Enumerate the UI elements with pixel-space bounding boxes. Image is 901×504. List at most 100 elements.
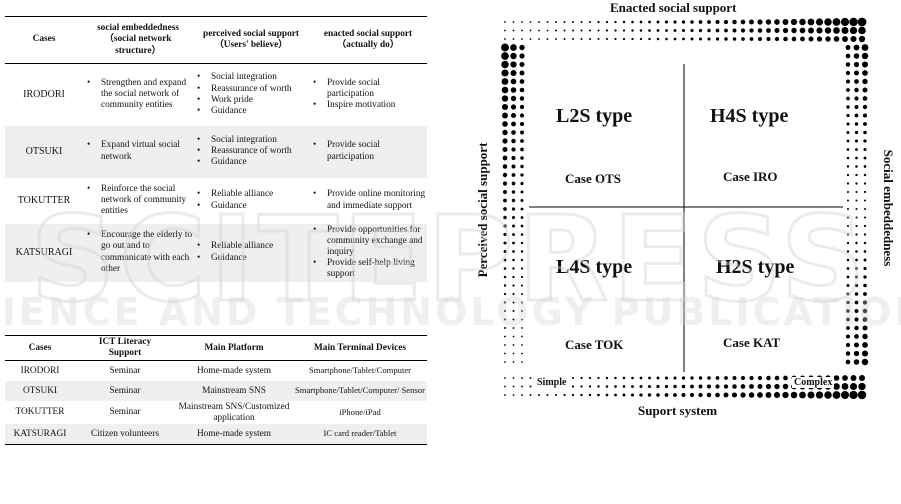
- frame-dot: [563, 393, 566, 397]
- main-platform: Home-made system: [175, 424, 293, 446]
- bullet-list: Provide opportunities for community exch…: [309, 225, 427, 281]
- list-item: Reinforce the social network of communit…: [87, 184, 193, 217]
- frame-dot: [864, 208, 866, 210]
- frame-dot: [690, 20, 694, 24]
- frame-dot: [510, 95, 517, 102]
- frame-dot: [511, 181, 516, 186]
- frame-dot: [510, 44, 517, 51]
- frame-dot: [855, 165, 858, 168]
- frame-dot: [656, 29, 660, 32]
- frame-dot: [503, 275, 507, 279]
- frame-dot: [863, 156, 867, 160]
- frame-dot: [656, 376, 660, 380]
- bullet-list: Reinforce the social network of communit…: [83, 184, 193, 217]
- frame-dot: [853, 350, 860, 357]
- frame-dot: [504, 394, 506, 396]
- header-line: ICT Literacy: [98, 337, 152, 348]
- frame-dot: [782, 27, 789, 34]
- frame-dot: [665, 376, 668, 380]
- frame-dot: [504, 21, 506, 23]
- frame-dot: [648, 20, 651, 24]
- frame-dot: [845, 62, 851, 67]
- frame-dot: [807, 18, 815, 26]
- frame-dot: [665, 37, 668, 41]
- frame-dot: [854, 113, 859, 118]
- frame-dot: [571, 385, 575, 388]
- frame-dot: [706, 384, 712, 389]
- frame-dot: [520, 199, 524, 202]
- bullet-list: Encourage the elderly to go out and to c…: [83, 230, 193, 275]
- list-item: Provide social participation: [313, 140, 427, 162]
- frame-dot: [846, 317, 850, 322]
- frame-dot: [783, 375, 788, 381]
- frame-dot: [521, 29, 523, 32]
- frame-dot: [520, 181, 524, 186]
- frame-dot: [502, 181, 508, 186]
- table-row: IRODORI Strengthen and expand the social…: [5, 64, 427, 126]
- frame-dot: [715, 19, 720, 25]
- frame-dot: [614, 37, 617, 41]
- frame-dot: [571, 393, 575, 397]
- frame-dot: [681, 28, 686, 33]
- frame-dot: [520, 241, 524, 245]
- frame-dot: [605, 29, 609, 32]
- frame-dot: [511, 121, 516, 127]
- frame-dot: [846, 131, 850, 134]
- frame-dot: [861, 52, 869, 60]
- frame-dot: [863, 173, 867, 177]
- frame-dot: [842, 375, 848, 381]
- frame-dot: [749, 375, 754, 381]
- frame-dot: [512, 29, 515, 32]
- frame-dot: [605, 385, 609, 388]
- frame-dot: [849, 17, 858, 27]
- frame-dot: [503, 258, 507, 262]
- frame-dot: [521, 38, 523, 40]
- frame-dot: [749, 37, 754, 41]
- header-ict-literacy: ICT Literacy Support: [75, 335, 175, 361]
- frame-dot: [631, 385, 634, 388]
- frame-dot: [855, 241, 858, 245]
- list-item: Guidance: [197, 253, 309, 264]
- frame-dot: [799, 27, 806, 34]
- frame-dot: [512, 258, 515, 262]
- quadrant-type-label: H4S type: [710, 105, 789, 127]
- frame-dot: [503, 250, 507, 253]
- frame-dot: [854, 87, 859, 93]
- quadrant-type-label: H2S type: [716, 256, 795, 278]
- frame-dot: [673, 393, 677, 397]
- frame-dot: [757, 375, 763, 381]
- platform-table: Cases ICT Literacy Support Main Platform…: [5, 335, 427, 446]
- ict-support: Citizen volunteers: [75, 424, 175, 446]
- frame-dot: [741, 37, 745, 41]
- header-line: （Users' believe）: [214, 40, 288, 50]
- frame-dot: [689, 392, 695, 398]
- frame-dot: [520, 164, 524, 169]
- frame-dot: [863, 233, 867, 236]
- frame-dot: [854, 130, 859, 135]
- frame-dot: [630, 393, 635, 397]
- frame-dot: [846, 105, 850, 109]
- ict-support: Seminar: [75, 381, 175, 401]
- frame-dot: [863, 250, 867, 253]
- frame-dot: [512, 361, 515, 363]
- frame-dot: [846, 250, 850, 253]
- frame-dot: [529, 29, 532, 32]
- frame-dot: [707, 37, 711, 41]
- frame-dot: [555, 38, 557, 40]
- frame-dot: [614, 393, 617, 397]
- frame-dot: [863, 275, 867, 279]
- frame-dot: [855, 258, 858, 262]
- frame-dot: [845, 351, 851, 356]
- frame-dot: [639, 37, 643, 41]
- header-social-embeddedness: social embeddedness （social network stru…: [83, 16, 193, 64]
- frame-dot: [846, 199, 850, 202]
- frame-dot: [503, 309, 507, 313]
- header-line: enacted social support: [323, 28, 413, 39]
- frame-dot: [854, 70, 859, 76]
- frame-dot: [815, 391, 824, 399]
- frame-dot: [681, 376, 686, 380]
- frame-dot: [846, 88, 850, 92]
- frame-dot: [863, 122, 867, 126]
- frame-dot: [521, 301, 523, 304]
- frame-dot: [580, 393, 583, 397]
